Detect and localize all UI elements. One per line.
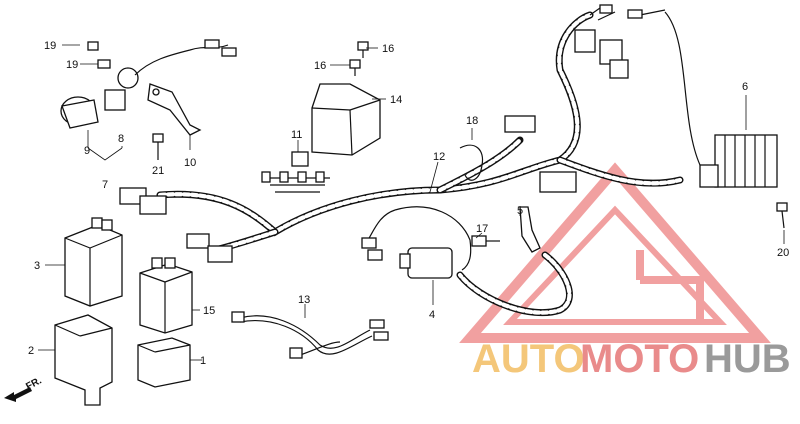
ignition-coil: [399, 247, 453, 305]
callout-labels: 1 2 3 4 5 6 7 8 9 10 11 12 13 14 15 16 1…: [28, 40, 789, 367]
bolt-16: [349, 41, 369, 76]
callout-16b: 16: [314, 60, 326, 72]
starter-relay: [139, 257, 193, 334]
rubber-mount: [54, 314, 113, 406]
screw-19: [87, 41, 111, 69]
callout-17: 17: [476, 223, 488, 235]
harness-connector: [609, 59, 629, 79]
watermark-text: AUTO MOTO HUB: [472, 337, 791, 381]
callout-3: 3: [34, 260, 40, 272]
switch-assembly: [60, 39, 237, 129]
harness-connector: [139, 195, 167, 215]
harness-connector: [207, 245, 233, 263]
watermark-g-mark: [636, 250, 704, 322]
callout-21: 21: [152, 165, 164, 177]
relay-11: [291, 151, 309, 167]
watermark-moto: MOTO: [580, 337, 699, 381]
bullet-connector: [361, 237, 377, 249]
bracket-10: [147, 83, 202, 136]
watermark-hub: HUB: [704, 337, 791, 381]
regulator-rectifier: [699, 95, 778, 188]
terminal: [599, 4, 613, 14]
clamp-18: [459, 128, 484, 181]
callout-15: 15: [203, 305, 215, 317]
callout-1: 1: [200, 355, 206, 367]
spark-plug-cap: [519, 206, 541, 253]
callout-5: 5: [517, 205, 523, 217]
watermark-auto: AUTO: [472, 337, 585, 381]
callout-6: 6: [742, 81, 748, 93]
callout-11: 11: [291, 129, 302, 141]
watermark-logo: [459, 162, 771, 343]
callout-10: 10: [184, 157, 196, 169]
relay-cover: [137, 337, 191, 388]
watermark-triangle-inner: [503, 205, 727, 325]
callout-4: 4: [429, 309, 435, 321]
callout-12: 12: [433, 151, 445, 163]
leader-lines: [38, 44, 521, 361]
callout-18: 18: [466, 115, 478, 127]
fuse-box: [311, 83, 386, 156]
harness-connector: [574, 29, 596, 53]
callout-9: 9: [84, 145, 90, 157]
callout-14: 14: [390, 94, 402, 106]
callout-16a: 16: [382, 43, 394, 55]
cdi-unit: [64, 217, 123, 307]
callout-19a: 19: [44, 40, 56, 52]
harness-connector: [186, 233, 210, 249]
terminal: [627, 9, 643, 19]
watermark-triangle-outer: [459, 162, 771, 343]
terminal-bundle: [261, 171, 330, 193]
sub-harness: [231, 311, 389, 359]
callout-20: 20: [777, 247, 789, 259]
harness-connector: [539, 171, 577, 193]
bolt-20: [776, 202, 788, 244]
front-arrow: FR.: [4, 375, 44, 402]
main-wire-harness: [119, 4, 701, 263]
harness-connector: [504, 115, 536, 133]
callout-7: 7: [102, 179, 108, 191]
callout-13: 13: [298, 294, 310, 306]
bolt-21: [152, 133, 164, 160]
callout-2: 2: [28, 345, 34, 357]
bullet-connector: [367, 249, 383, 261]
callout-19b: 19: [66, 59, 78, 71]
callout-8: 8: [118, 133, 124, 145]
front-label: FR.: [24, 375, 44, 392]
